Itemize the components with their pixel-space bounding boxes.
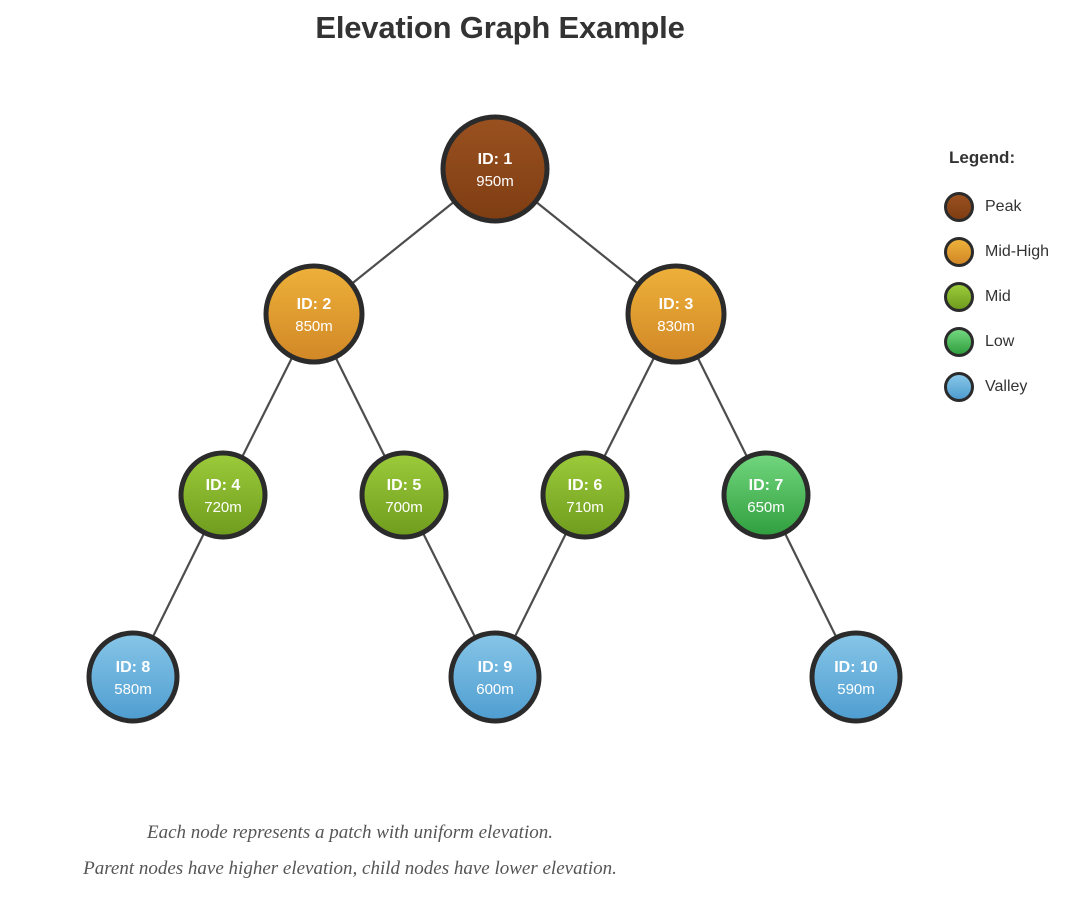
node-id-label-n7: ID: 7 [749,477,784,494]
node-elevation-label-n10: 590m [837,681,875,698]
legend-item-label: Valley [985,377,1028,395]
edge-n4-n8 [151,533,205,638]
node-id-label-n6: ID: 6 [568,477,603,494]
node-elevation-label-n4: 720m [204,499,242,516]
legend-item-mid[interactable]: Mid [944,274,1079,319]
node-shape-n1[interactable] [440,114,550,224]
node-shape-n9[interactable] [448,630,542,724]
edge-n7-n10 [784,533,838,638]
legend-item-label: Peak [985,197,1022,215]
edge-n3-n6 [603,357,655,458]
legend-item-label: Low [985,332,1015,350]
edge-n3-n7 [696,357,748,457]
node-id-label-n9: ID: 9 [478,659,513,676]
legend-item-mid-high[interactable]: Mid-High [944,229,1079,274]
node-id-label-n1: ID: 1 [478,151,513,168]
node-elevation-label-n3: 830m [657,318,695,335]
graph-node-n8[interactable]: ID: 8 580m [86,630,180,724]
legend-swatch-icon [944,191,974,222]
node-id-label-n10: ID: 10 [834,659,878,676]
edge-n1-n2 [351,201,455,285]
node-elevation-label-n5: 700m [385,499,423,516]
edge-n2-n4 [241,357,293,458]
node-id-label-n3: ID: 3 [659,296,694,313]
node-shape-n6[interactable] [540,450,630,540]
edge-n5-n9 [422,532,476,638]
node-elevation-label-n1: 950m [476,173,514,190]
legend-swatch-icon [944,281,974,312]
page-title: Elevation Graph Example [315,10,685,45]
node-elevation-label-n9: 600m [476,681,514,698]
graph-node-n6[interactable]: ID: 6 710m [540,450,630,540]
legend-item-label: Mid [985,287,1011,305]
node-shape-n3[interactable] [625,263,727,365]
node-elevation-label-n8: 580m [114,681,152,698]
node-shape-n2[interactable] [263,263,365,365]
node-id-label-n5: ID: 5 [387,477,422,494]
graph-node-n10[interactable]: ID: 10 590m [809,630,903,724]
graph-node-n9[interactable]: ID: 9 600m [448,630,542,724]
node-id-label-n4: ID: 4 [206,477,241,494]
graph-node-n2[interactable]: ID: 2 850m [263,263,365,365]
caption-line-1: Each node represents a patch with unifor… [147,822,553,843]
node-shape-n5[interactable] [359,450,449,540]
edge-n2-n5 [334,357,386,457]
legend-item-low[interactable]: Low [944,319,1079,364]
node-id-label-n8: ID: 8 [116,659,151,676]
edge-n6-n9 [513,533,567,638]
node-shape-n10[interactable] [809,630,903,724]
caption-line-2: Parent nodes have higher elevation, chil… [83,858,617,879]
graph-node-n4[interactable]: ID: 4 720m [178,450,268,540]
node-id-label-n2: ID: 2 [297,296,332,313]
legend-swatch-icon [944,326,974,357]
node-shape-n7[interactable] [721,450,811,540]
node-elevation-label-n2: 850m [295,318,333,335]
edge-n1-n3 [535,201,639,285]
graph-node-n1[interactable]: ID: 1 950m [440,114,550,224]
legend-item-valley[interactable]: Valley [944,364,1079,409]
edges-group [151,201,838,638]
graph-node-n3[interactable]: ID: 3 830m [625,263,727,365]
node-elevation-label-n7: 650m [747,499,785,516]
node-shape-n4[interactable] [178,450,268,540]
node-shape-n8[interactable] [86,630,180,724]
graph-node-n7[interactable]: ID: 7 650m [721,450,811,540]
node-elevation-label-n6: 710m [566,499,604,516]
legend-swatch-icon [944,371,974,402]
legend-item-peak[interactable]: Peak [944,184,1079,229]
legend-item-label: Mid-High [985,242,1050,260]
legend-title: Legend: [949,148,1016,167]
legend-swatch-icon [944,236,974,267]
caption-block: Each node represents a patch with unifor… [0,815,700,887]
graph-node-n5[interactable]: ID: 5 700m [359,450,449,540]
